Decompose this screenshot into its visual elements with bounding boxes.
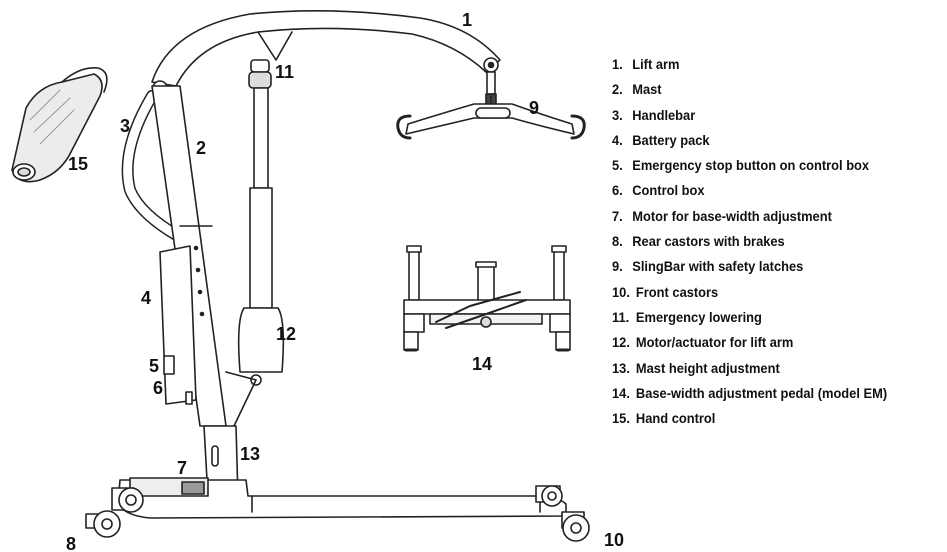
legend-label: Emergency lowering xyxy=(635,308,762,325)
callout-5: 5 xyxy=(149,356,159,376)
legend-item: 1. Lift arm xyxy=(612,52,917,77)
legend-item: 11. Emergency lowering xyxy=(612,305,917,330)
legend-number: 14. xyxy=(612,384,630,401)
legend-item: 2. Mast xyxy=(612,77,917,102)
legend-label: Mast height adjustment xyxy=(635,359,780,376)
callout-15: 15 xyxy=(68,154,88,174)
legend-number: 9. xyxy=(612,258,623,275)
lift-arm-illustration xyxy=(151,10,501,107)
legend-item: 3. Handlebar xyxy=(612,103,917,128)
legend-number: 4. xyxy=(612,131,623,148)
legend-number: 3. xyxy=(612,106,623,123)
callout-11: 11 xyxy=(275,62,294,82)
legend-number: 13. xyxy=(612,359,630,376)
legend-item: 5. Emergency stop button on control box xyxy=(612,153,917,178)
emergency-lowering-illustration xyxy=(248,59,272,89)
callout-3: 3 xyxy=(120,116,130,136)
legend-label: Lift arm xyxy=(632,56,680,72)
callout-10: 10 xyxy=(604,530,624,550)
legend-label: Battery pack xyxy=(632,131,710,148)
callout-14: 14 xyxy=(472,354,492,374)
legend-item: 15. Hand control xyxy=(612,406,917,431)
legend-label: Rear castors with brakes xyxy=(632,233,785,250)
callout-2: 2 xyxy=(196,138,206,158)
legend-number: 7. xyxy=(612,207,623,224)
base-width-pedal-inset xyxy=(403,245,571,352)
callout-1: 1 xyxy=(462,10,472,30)
slingbar-illustration xyxy=(396,95,586,140)
legend-item: 10. Front castors xyxy=(612,280,917,305)
legend-label: Motor/actuator for lift arm xyxy=(635,334,794,351)
legend-label: Handlebar xyxy=(632,106,696,123)
legend-number: 5. xyxy=(612,157,623,174)
legend-label: Control box xyxy=(632,182,705,199)
callout-7: 7 xyxy=(177,458,187,478)
legend-item: 13. Mast height adjustment xyxy=(612,356,917,381)
callout-12: 12 xyxy=(276,324,296,344)
legend-item: 9. SlingBar with safety latches xyxy=(612,254,917,279)
legend-item: 12. Motor/actuator for lift arm xyxy=(612,330,917,355)
callout-8: 8 xyxy=(66,534,76,552)
legend-number: 12. xyxy=(612,334,630,351)
legend-label: SlingBar with safety latches xyxy=(632,258,804,275)
legend-label: Mast xyxy=(632,81,662,98)
legend-label: Base-width adjustment pedal (model EM) xyxy=(635,384,888,401)
battery-control-box-illustration xyxy=(159,245,197,405)
legend-number: 8. xyxy=(612,233,623,250)
legend-label: Motor for base-width adjustment xyxy=(632,207,832,224)
callout-4: 4 xyxy=(141,288,151,308)
legend-label: Emergency stop button on control box xyxy=(632,157,870,174)
legend-number: 2. xyxy=(612,81,623,98)
legend-item: 14. Base-width adjustment pedal (model EM… xyxy=(612,381,917,406)
front-castors-illustration xyxy=(535,485,590,542)
legend-number: 1. xyxy=(612,56,623,72)
legend-item: 4. Battery pack xyxy=(612,128,917,153)
legend-label: Hand control xyxy=(635,410,716,427)
legend-number: 10. xyxy=(612,283,630,300)
legend-item: 7. Motor for base-width adjustment xyxy=(612,204,917,229)
base-chassis-illustration xyxy=(117,477,567,519)
rear-castors-illustration xyxy=(85,487,144,538)
callout-9: 9 xyxy=(529,98,539,118)
legend-number: 11. xyxy=(612,308,630,325)
actuator-illustration xyxy=(237,87,285,386)
legend-number: 15. xyxy=(612,410,630,427)
legend-label: Front castors xyxy=(635,283,719,300)
hand-control-illustration xyxy=(11,66,108,183)
legend-item: 6. Control box xyxy=(612,178,917,203)
legend-item: 8. Rear castors with brakes xyxy=(612,229,917,254)
parts-legend: 1. Lift arm 2. Mast 3. Handlebar 4. Battery … xyxy=(612,52,917,431)
legend-number: 6. xyxy=(612,182,623,199)
callout-13: 13 xyxy=(240,444,260,464)
callout-6: 6 xyxy=(153,378,163,398)
